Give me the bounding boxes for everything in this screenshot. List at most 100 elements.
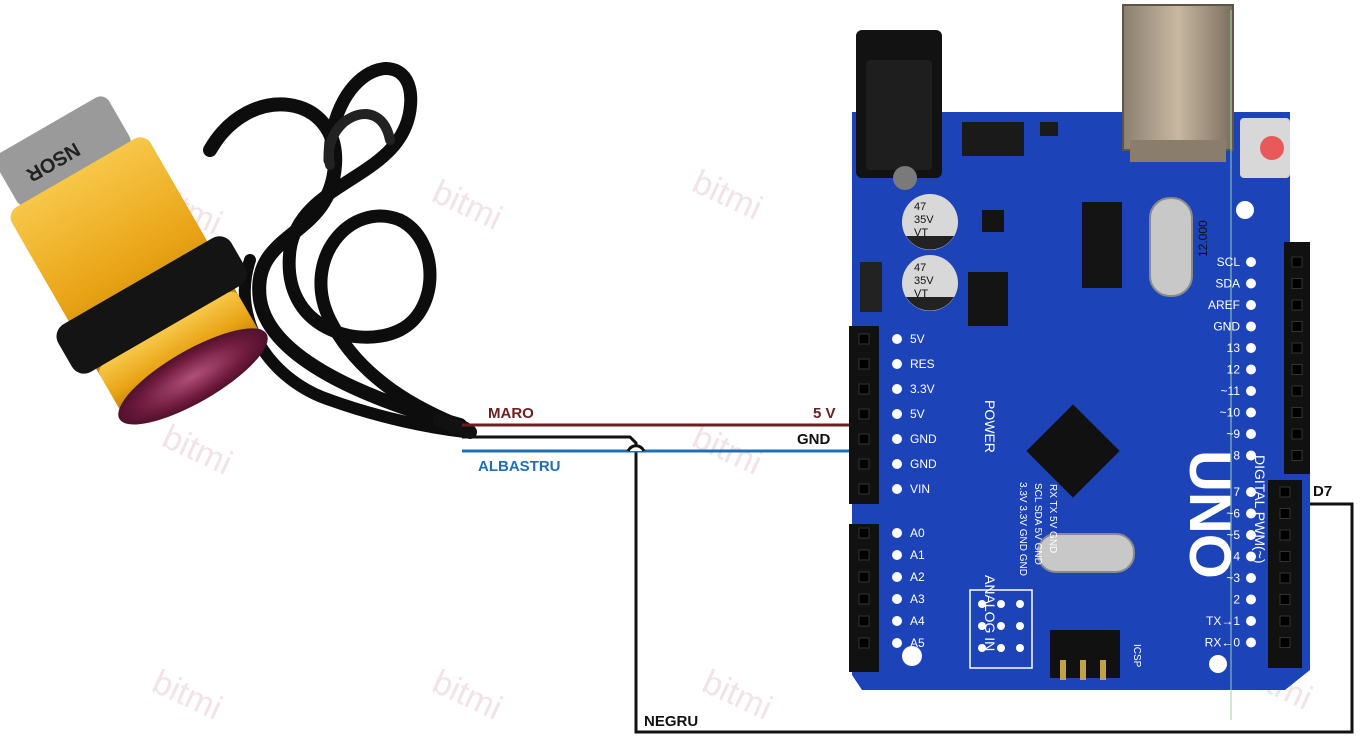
pin-pad xyxy=(892,528,902,538)
pin-label: 12 xyxy=(1227,363,1241,377)
pin-label: SCL xyxy=(1217,255,1241,269)
svg-text:35V: 35V xyxy=(914,275,934,287)
header-socket xyxy=(1291,321,1303,332)
pin-pad xyxy=(1246,551,1256,562)
header-socket xyxy=(858,615,870,627)
pin-label: ~3 xyxy=(1226,571,1240,585)
pin-pad xyxy=(892,359,902,369)
svg-text:12.000: 12.000 xyxy=(1196,220,1210,257)
header-socket xyxy=(858,593,870,605)
digital-header-title: DIGITAL PWM(~) xyxy=(1252,455,1268,564)
analog-header-title: ANALOG IN xyxy=(982,575,998,651)
wire-label-d7: D7 xyxy=(1313,483,1332,500)
header-socket xyxy=(858,637,870,649)
header-socket xyxy=(1291,342,1303,354)
watermark-text: bitmi xyxy=(697,663,778,728)
pin-label: ~5 xyxy=(1226,528,1240,542)
sensor-lens xyxy=(118,328,268,425)
pin-pad xyxy=(1246,573,1256,583)
capacitor-2: 47 35V VT xyxy=(902,255,958,311)
pin-pad xyxy=(1246,508,1256,519)
pin-pad xyxy=(1246,257,1256,267)
pin-label: A4 xyxy=(910,614,925,628)
svg-text:ICSP: ICSP xyxy=(1131,644,1142,668)
pin-label: RX←0 xyxy=(1205,636,1241,650)
header-socket xyxy=(1279,486,1291,498)
header-socket xyxy=(1291,299,1303,311)
pin-pad xyxy=(1246,321,1256,332)
sensor-nut xyxy=(56,236,247,374)
icsp-header: ICSP xyxy=(1050,630,1142,680)
pin-pad xyxy=(1246,386,1256,396)
header-socket xyxy=(1291,450,1303,461)
header-socket xyxy=(1279,637,1291,648)
pin-label: SDA xyxy=(1215,277,1240,291)
pin-label: ~6 xyxy=(1226,507,1240,521)
pin-label: GND xyxy=(910,432,937,446)
pin-pad xyxy=(1246,637,1256,648)
arduino-uno-board: 47 35V VT 47 35V VT 12.000 UNO POWER ANA… xyxy=(849,4,1310,720)
pin-label: 13 xyxy=(1227,341,1241,355)
pin-label: A2 xyxy=(910,570,925,584)
sensor-grey-cap xyxy=(0,96,131,207)
watermark-text: bitmi xyxy=(147,663,228,728)
i2c-labels: SCL SDA 5V GND xyxy=(1032,483,1043,565)
pin-label: 5V xyxy=(910,332,925,346)
header-socket xyxy=(1291,256,1303,268)
pin-pad xyxy=(1246,364,1256,375)
pin-pad xyxy=(1246,450,1256,461)
header-socket xyxy=(1279,551,1291,562)
watermark-text: bitmi xyxy=(427,663,508,728)
svg-text:VT: VT xyxy=(914,227,928,239)
pin-label: VIN xyxy=(910,482,930,496)
wire-label-gnd: GND xyxy=(797,431,831,448)
pin-label: 4 xyxy=(1233,550,1240,564)
header-socket xyxy=(1291,428,1303,440)
header-socket xyxy=(858,383,870,395)
jumper-pads xyxy=(969,589,1033,669)
pin-label: ~10 xyxy=(1220,406,1241,420)
wire-label-maro: MARO xyxy=(488,405,534,422)
header-socket xyxy=(858,458,870,470)
pin-pad xyxy=(1246,530,1256,540)
watermark-text: bitmi xyxy=(687,163,768,228)
wire-black xyxy=(462,435,1354,734)
pin-label: GND xyxy=(910,457,937,471)
sensor-cable xyxy=(203,62,472,438)
header-socket xyxy=(1279,508,1291,519)
atmega-chip xyxy=(1026,404,1120,498)
pin-pad xyxy=(892,572,902,582)
pin-label: 8 xyxy=(1233,449,1240,463)
header-socket xyxy=(1291,278,1303,289)
pin-label: 5V xyxy=(910,407,925,421)
header-socket xyxy=(858,433,870,445)
pin-label: ~11 xyxy=(1221,384,1241,398)
svg-text:47: 47 xyxy=(914,262,926,274)
header-socket xyxy=(858,358,870,370)
pin-label: A0 xyxy=(910,526,925,540)
header-socket xyxy=(1279,615,1291,627)
pin-pad xyxy=(1246,407,1256,418)
svg-text:47: 47 xyxy=(914,201,926,213)
pin-pad xyxy=(1246,278,1256,289)
watermark-text: bitmi xyxy=(157,418,238,483)
serial-labels: RX TX 5V GND xyxy=(1047,484,1058,553)
pin-pad xyxy=(1246,343,1256,353)
pin-pad xyxy=(892,384,902,394)
capacitor-1: 47 35V VT xyxy=(902,194,958,250)
header-socket xyxy=(1279,594,1291,605)
pin-label: GND xyxy=(1213,320,1240,334)
pin-pad xyxy=(892,409,902,419)
photoelectric-sensor: NSOR xyxy=(0,62,477,439)
pin-label: AREF xyxy=(1208,298,1240,312)
header-socket xyxy=(858,483,870,495)
header-socket xyxy=(1279,529,1291,541)
wire-label-albastru: ALBASTRU xyxy=(478,458,561,475)
pin-pad xyxy=(1246,594,1256,605)
voltage-labels: 3.3V 3.3V GND GND xyxy=(1017,482,1028,576)
pin-pad xyxy=(1246,300,1256,310)
